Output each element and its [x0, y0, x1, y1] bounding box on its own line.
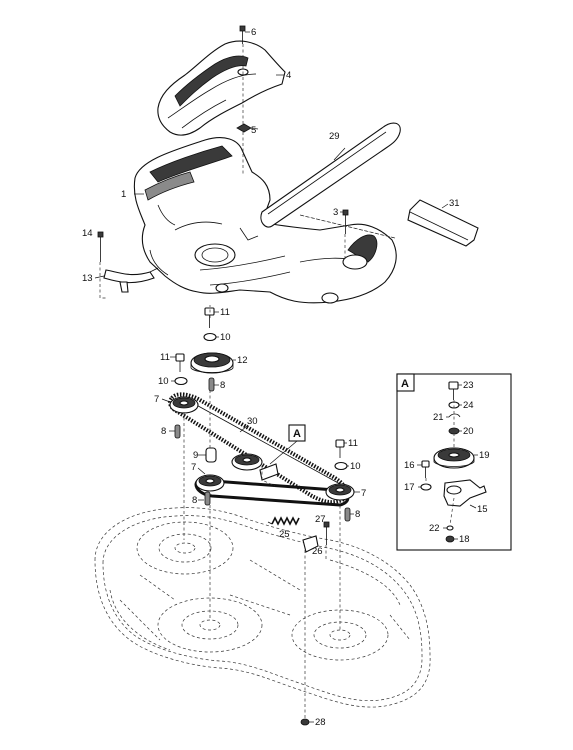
label-15: 15	[477, 504, 488, 515]
belt-cover-assembly	[133, 137, 397, 304]
label-16: 16	[404, 460, 415, 471]
label-6: 6	[251, 27, 256, 38]
pulley-7-center	[195, 474, 225, 492]
label-3: 3	[333, 207, 338, 218]
label-12: 12	[237, 355, 248, 366]
label-11-top: 11	[220, 307, 230, 318]
alignment-lines	[183, 214, 396, 718]
label-8-right: 8	[355, 509, 360, 520]
callout-A-label: A	[293, 428, 301, 440]
label-8-center: 8	[192, 495, 197, 506]
label-31: 31	[449, 198, 460, 209]
label-5: 5	[251, 125, 256, 136]
washer-10-right	[334, 461, 348, 471]
label-30: 30	[247, 416, 258, 427]
pulley-12	[190, 352, 234, 374]
label-10-left: 10	[158, 376, 169, 387]
pin-8-top	[208, 377, 215, 392]
pulley-7-left	[169, 396, 199, 414]
label-10-right: 10	[350, 461, 361, 472]
pin-8-right	[344, 507, 351, 522]
washer-10-top	[203, 332, 217, 342]
spring-25	[267, 516, 300, 526]
belt-29	[260, 122, 401, 228]
callout-A: A	[269, 424, 306, 465]
label-13: 13	[82, 273, 93, 284]
bolt-14	[97, 231, 106, 299]
mower-deck	[94, 507, 431, 708]
detail-box-A: A 23 24 21 20 19 16 17	[396, 373, 512, 551]
label-14: 14	[82, 228, 93, 239]
bolt-6	[239, 25, 246, 44]
pin-8-left	[174, 424, 181, 439]
label-26: 26	[312, 546, 323, 557]
label-9: 9	[193, 450, 198, 461]
bolt-28	[300, 718, 310, 726]
label-7-left: 7	[154, 394, 159, 405]
label-7-center: 7	[191, 462, 196, 473]
pin-8-center	[204, 491, 211, 506]
label-24: 24	[463, 400, 474, 411]
label-23: 23	[463, 380, 474, 391]
washer-10-left	[174, 376, 188, 386]
label-8-left: 8	[161, 426, 166, 437]
detail-box-A-title: A	[401, 378, 409, 390]
bolt-11-right	[335, 439, 345, 458]
nut-5	[236, 123, 252, 133]
label-20: 20	[463, 426, 474, 437]
bolt-27	[323, 521, 330, 545]
label-21: 21	[433, 412, 444, 423]
labels-main: 6 4 5 29 1 31 3 14 13 11 10 12 8 11 10 7…	[82, 27, 460, 728]
label-11-right: 11	[348, 438, 358, 449]
label-7-right: 7	[361, 488, 366, 499]
label-11-left: 11	[160, 352, 170, 363]
idler-pulley	[231, 453, 279, 481]
bracket-31	[299, 199, 479, 247]
bolt-11-top	[204, 307, 215, 328]
label-10-top: 10	[220, 332, 231, 343]
pulley-7-right	[325, 483, 355, 501]
bracket-26	[302, 535, 319, 553]
label-4: 4	[286, 70, 291, 81]
top-cover	[157, 40, 286, 136]
label-25: 25	[279, 529, 290, 540]
label-22: 22	[429, 523, 440, 534]
belt-30	[168, 392, 349, 505]
clip-13	[103, 267, 159, 293]
bolt-3	[342, 209, 349, 234]
label-19: 19	[479, 450, 490, 461]
label-18: 18	[459, 534, 470, 545]
label-27: 27	[315, 514, 326, 525]
label-8-top: 8	[220, 380, 225, 391]
label-29: 29	[329, 131, 340, 142]
label-17: 17	[404, 482, 415, 493]
spacer-9	[205, 447, 217, 463]
bolt-11-left	[175, 353, 185, 372]
label-1: 1	[121, 189, 126, 200]
label-28: 28	[315, 717, 326, 728]
